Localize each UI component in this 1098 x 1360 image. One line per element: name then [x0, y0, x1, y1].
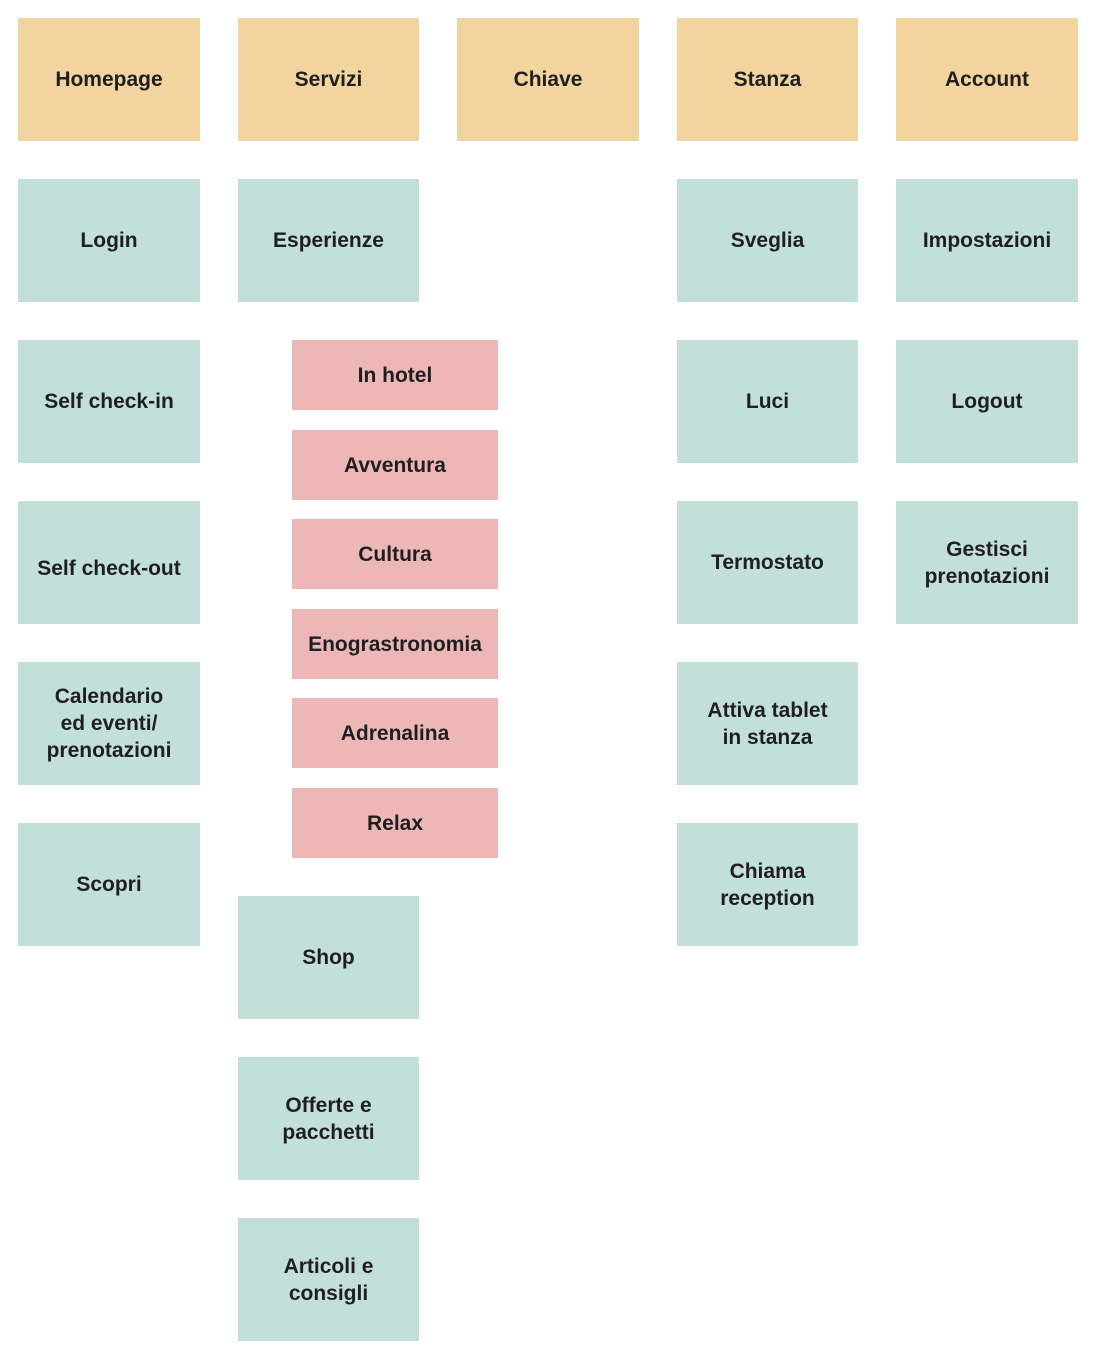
node-attiva-tablet: Attiva tablet in stanza: [677, 662, 858, 785]
node-self-check-out: Self check-out: [18, 501, 200, 624]
node-gestisci-prenotazioni: Gestisci prenotazioni: [896, 501, 1078, 624]
node-luci: Luci: [677, 340, 858, 463]
node-esperienze: Esperienze: [238, 179, 419, 302]
node-termostato: Termostato: [677, 501, 858, 624]
category-avventura: Avventura: [292, 430, 498, 500]
category-cultura: Cultura: [292, 519, 498, 589]
category-adrenalina: Adrenalina: [292, 698, 498, 768]
column-header-chiave: Chiave: [457, 18, 639, 141]
node-impostazioni: Impostazioni: [896, 179, 1078, 302]
node-logout: Logout: [896, 340, 1078, 463]
category-in-hotel: In hotel: [292, 340, 498, 410]
node-login: Login: [18, 179, 200, 302]
node-scopri: Scopri: [18, 823, 200, 946]
node-sveglia: Sveglia: [677, 179, 858, 302]
category-enograstronomia: Enograstronomia: [292, 609, 498, 679]
node-shop: Shop: [238, 896, 419, 1019]
column-header-servizi: Servizi: [238, 18, 419, 141]
column-header-stanza: Stanza: [677, 18, 858, 141]
column-header-homepage: Homepage: [18, 18, 200, 141]
node-chiama-reception: Chiama reception: [677, 823, 858, 946]
node-articoli-consigli: Articoli e consigli: [238, 1218, 419, 1341]
node-calendario-eventi-prenotazioni: Calendario ed eventi/ prenotazioni: [18, 662, 200, 785]
column-header-account: Account: [896, 18, 1078, 141]
node-offerte-pacchetti: Offerte e pacchetti: [238, 1057, 419, 1180]
node-self-check-in: Self check-in: [18, 340, 200, 463]
category-relax: Relax: [292, 788, 498, 858]
